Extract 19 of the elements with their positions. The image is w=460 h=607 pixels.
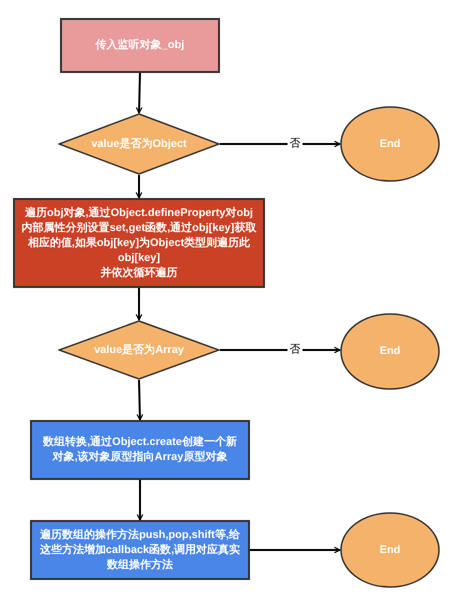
decision-diamond: value是否为Object	[58, 113, 220, 175]
end-ellipse: End	[340, 512, 440, 588]
end-ellipse: End	[340, 106, 440, 182]
arrow	[136, 175, 142, 199]
arrow	[220, 140, 341, 148]
arrow	[136, 288, 142, 321]
arrow	[136, 72, 142, 114]
process-box: 数组转换,通过Object.create创建一个新对象,该对象原型指向Array原型对象	[30, 420, 250, 480]
process-box: 遍历obj对象,通过Object.defineProperty对obj内部属性分别设置set,get函数,通过obj[key]获取相应的值,如果obj[key]为Object类型则遍历此obj[key] 并依次循环遍历	[13, 198, 265, 288]
end-ellipse: End	[340, 313, 440, 390]
arrow	[136, 480, 144, 521]
process-box: 遍历数组的操作方法push,pop,shift等,给这些方法增加callback函数,调用对应真实数组操作方法	[30, 520, 250, 580]
edge-label: 否	[288, 344, 302, 356]
arrow	[136, 380, 144, 421]
arrow	[220, 346, 341, 354]
edge-label: 否	[288, 138, 302, 150]
arrow	[250, 546, 341, 554]
process-box: 传入监听对象_obj	[60, 18, 220, 73]
decision-diamond: value是否为Array	[58, 320, 220, 380]
